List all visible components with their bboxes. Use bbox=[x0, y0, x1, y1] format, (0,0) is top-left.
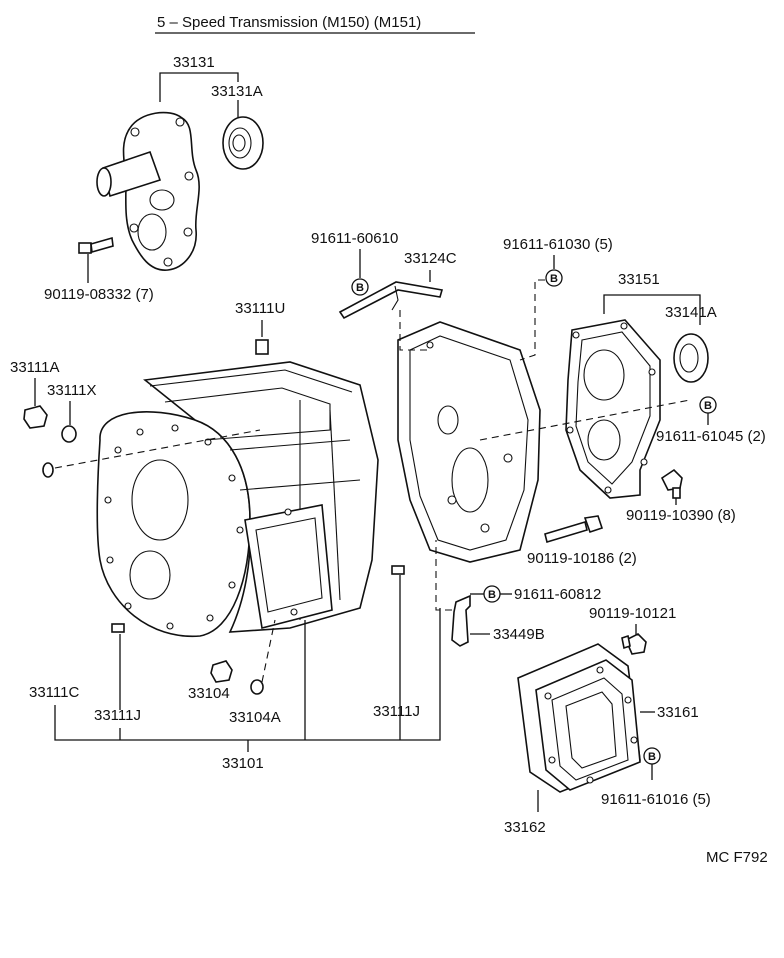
clamp-33449B bbox=[451, 594, 471, 647]
svg-text:B: B bbox=[648, 751, 656, 763]
label-33131A: 33131A bbox=[211, 83, 263, 100]
label-33111X: 33111X bbox=[47, 382, 97, 399]
dowel-33111J-left bbox=[111, 623, 125, 633]
bolt-90119-10186 bbox=[544, 515, 604, 544]
pin-33111C-top bbox=[42, 462, 54, 478]
svg-text:B: B bbox=[488, 589, 496, 601]
gasket-33104A bbox=[250, 679, 264, 695]
label-91611-61045: 91611-61045 (2) bbox=[656, 428, 766, 445]
label-90119-10186: 90119-10186 (2) bbox=[527, 550, 637, 567]
oil-seal-33131A bbox=[222, 116, 264, 170]
label-33104: 33104 bbox=[188, 685, 230, 702]
label-33111J-left: 33111J bbox=[94, 707, 141, 724]
gasket-33111X bbox=[61, 425, 77, 443]
label-90119-08332: 90119-08332 (7) bbox=[44, 286, 154, 303]
bolt-marker-61030: B bbox=[545, 269, 563, 287]
label-91611-60812: 91611-60812 bbox=[514, 586, 601, 603]
plug-33111A bbox=[23, 405, 48, 429]
bolt-marker-61045: B bbox=[699, 396, 717, 414]
label-91611-60610: 91611-60610 bbox=[311, 230, 398, 247]
label-33131: 33131 bbox=[173, 54, 215, 71]
guide-33124C bbox=[338, 281, 444, 320]
label-33104A: 33104A bbox=[229, 709, 281, 726]
diagram-title: 5 – Speed Transmission (M150) (M151) bbox=[157, 14, 421, 31]
label-33111U: 33111U bbox=[235, 300, 285, 317]
side-cover-opening bbox=[244, 504, 333, 629]
dowel-33111J-right bbox=[391, 565, 405, 575]
svg-text:B: B bbox=[550, 273, 558, 285]
rear-cover-33151 bbox=[565, 319, 661, 499]
label-33111J-right: 33111J bbox=[373, 703, 420, 720]
bolt-90119-08332 bbox=[78, 236, 114, 254]
label-33161: 33161 bbox=[657, 704, 699, 721]
label-33162: 33162 bbox=[504, 819, 546, 836]
bolt-90119-10121 bbox=[621, 633, 647, 655]
label-33124C: 33124C bbox=[404, 250, 457, 267]
svg-text:B: B bbox=[356, 282, 364, 294]
part-33131-group: 33131 33131A 90119-08332 (7) bbox=[44, 54, 264, 303]
intermediate-plate bbox=[397, 321, 541, 563]
bolt-marker-61016: B bbox=[643, 747, 661, 765]
label-33111C: 33111C bbox=[29, 684, 79, 701]
bolt-marker-60610: B bbox=[351, 278, 369, 296]
plug-33104 bbox=[210, 660, 233, 683]
figure-code: MC F792 bbox=[706, 849, 768, 866]
stud-33111U bbox=[255, 339, 269, 355]
label-91611-61030: 91611-61030 (5) bbox=[503, 236, 613, 253]
bolt-marker-60812: B bbox=[483, 585, 501, 603]
oil-seal-33141A bbox=[673, 333, 709, 383]
label-33141A: 33141A bbox=[665, 304, 717, 321]
bolt-90119-10390 bbox=[660, 468, 683, 499]
label-90119-10390: 90119-10390 (8) bbox=[626, 507, 736, 524]
label-33151: 33151 bbox=[618, 271, 660, 288]
transmission-case-33101 bbox=[96, 339, 379, 638]
svg-text:B: B bbox=[704, 400, 712, 412]
label-90119-10121: 90119-10121 bbox=[589, 605, 676, 622]
label-33449B: 33449B bbox=[493, 626, 545, 643]
label-91611-61016: 91611-61016 (5) bbox=[601, 791, 711, 808]
side-cover-33161 bbox=[535, 659, 641, 791]
label-33111A: 33111A bbox=[10, 359, 60, 376]
label-33101: 33101 bbox=[222, 755, 264, 772]
